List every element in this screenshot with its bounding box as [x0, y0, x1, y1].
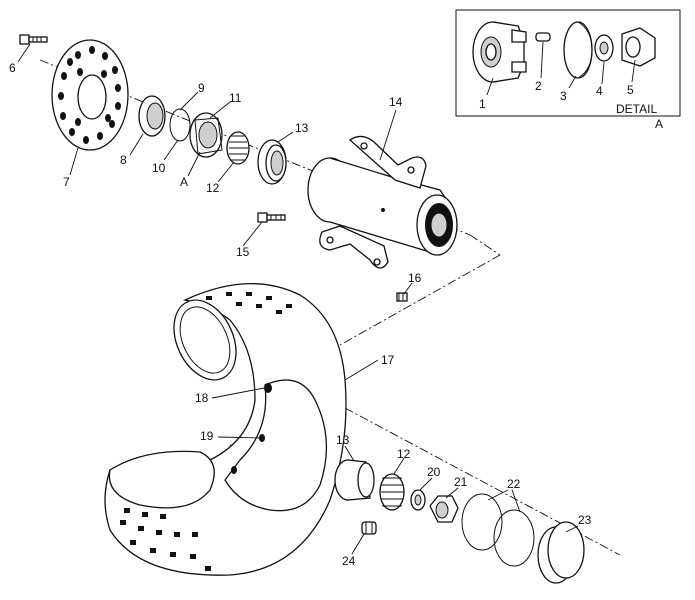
castle-nut-21: [429, 495, 459, 523]
callout-21: 21: [454, 475, 468, 489]
callout-19: 19: [200, 429, 214, 443]
bearing-race-13-upper: [257, 139, 287, 185]
callout-16: 16: [408, 271, 422, 285]
detail-title: DETAIL: [616, 102, 657, 116]
callout-9: 9: [198, 81, 205, 95]
detail-a-inset: DETAIL A: [455, 9, 681, 131]
seal-8: [138, 95, 166, 137]
tire-17: [104, 283, 347, 576]
callout-2: 2: [535, 79, 542, 93]
washer-20: [410, 489, 426, 511]
callout-13-upper: 13: [295, 121, 309, 135]
callout-11: 11: [229, 91, 242, 105]
callout-3: 3: [560, 89, 567, 103]
hub-cap-23: [537, 521, 585, 584]
detail-cone-washer-part: [563, 21, 593, 79]
callout-24: 24: [342, 554, 356, 568]
callout-4: 4: [596, 84, 603, 98]
spacer-hub-11: [189, 112, 223, 158]
callout-14: 14: [389, 95, 403, 109]
callout-5: 5: [627, 83, 634, 97]
callout-23: 23: [578, 513, 592, 527]
brake-disc-bolt: [19, 34, 48, 45]
callout-labels: 1 2 3 4 5 6 7 8 9 10 11 A 12 13 14 15 16…: [9, 61, 634, 568]
callout-15: 15: [236, 245, 250, 259]
snap-ring-9: [169, 108, 191, 142]
callout-17: 17: [381, 353, 395, 367]
callout-18: 18: [195, 391, 209, 405]
connector-centerline: [339, 254, 501, 346]
callout-10: 10: [152, 161, 166, 175]
plug-24: [361, 521, 377, 535]
callout-1: 1: [479, 97, 486, 111]
hub-carrier-14: [307, 135, 458, 269]
bearing-race-13-lower: [334, 459, 375, 501]
callout-8: 8: [120, 153, 127, 167]
bearing-12-upper: [226, 131, 250, 165]
bearing-12-lower: [379, 473, 405, 511]
detail-pin-part: [535, 32, 551, 42]
callout-13-lower: 13: [336, 433, 350, 447]
o-rings-22: [461, 493, 535, 567]
callout-20: 20: [427, 465, 441, 479]
detail-letter: A: [655, 117, 663, 131]
detail-nut-part: [621, 27, 656, 67]
leader-lines: [17, 43, 579, 555]
callout-7: 7: [63, 175, 70, 189]
hub-bolt-15: [257, 212, 286, 223]
brake-disc: [51, 39, 129, 151]
callout-6: 6: [9, 61, 16, 75]
callout-12-lower: 12: [397, 447, 411, 461]
grease-fitting-16: [396, 292, 408, 302]
callout-a: A: [180, 175, 188, 189]
detail-washer-part: [594, 34, 614, 62]
detail-frame: [455, 9, 681, 117]
detail-hub-part: [472, 21, 527, 83]
upper-centerline-end: [469, 234, 501, 256]
callout-22: 22: [507, 477, 521, 491]
callout-12-upper: 12: [206, 181, 220, 195]
